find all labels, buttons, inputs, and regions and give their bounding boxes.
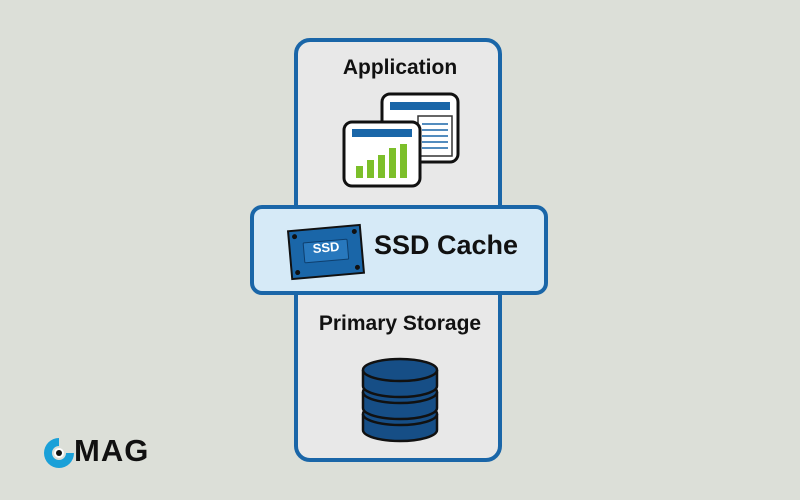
application-label: Application <box>342 56 458 79</box>
ssd-cache-label: SSD Cache <box>374 230 519 260</box>
ssd-drive-icon <box>286 223 366 281</box>
pcmag-logo: MAG <box>42 432 182 472</box>
pcmag-logo-icon <box>44 438 74 468</box>
logo-text: MAG <box>74 433 150 468</box>
database-icon <box>361 357 439 443</box>
dashboard-window-icon <box>342 120 422 188</box>
primary-storage-label: Primary Storage <box>318 312 482 335</box>
